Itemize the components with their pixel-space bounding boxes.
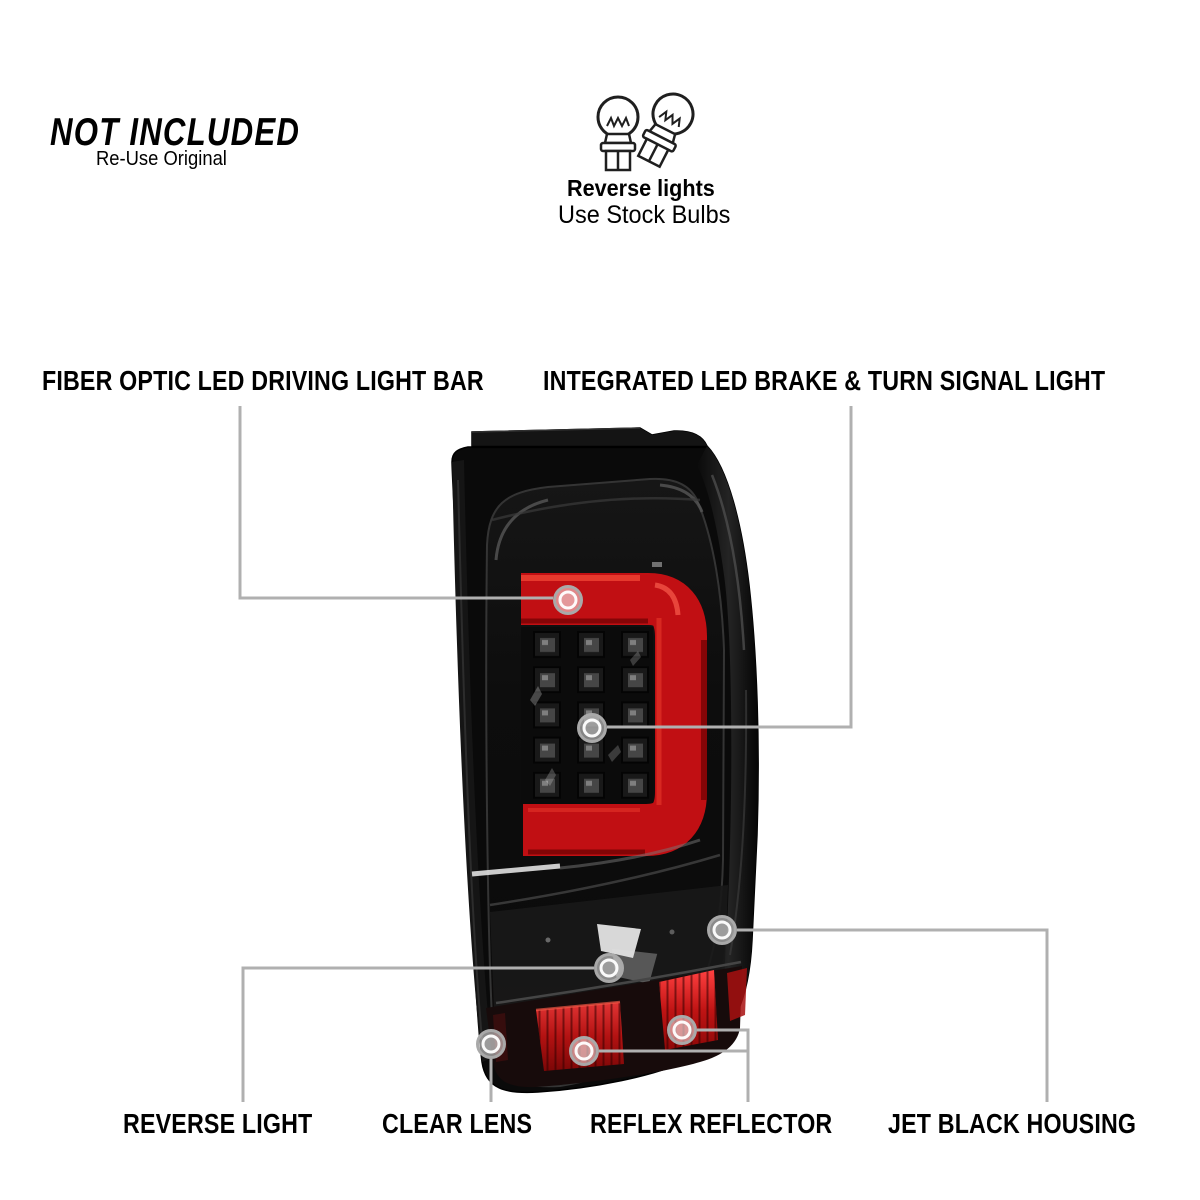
callout-marker-reflex-reflector-lower (569, 1036, 599, 1066)
callout-marker-jet-black-housing (707, 915, 737, 945)
not-included-badge-subtitle: Re-Use Original (96, 148, 227, 170)
not-included-badge-title: NOT INCLUDED (50, 111, 301, 154)
tail-light-photo (451, 427, 759, 1094)
callout-line-fiber-optic-bar (238, 406, 553, 600)
callout-lines (238, 406, 1049, 1102)
callout-marker-brake-turn-signal (577, 713, 607, 743)
label-jet-black-housing: JET BLACK HOUSING (888, 1108, 1137, 1139)
callout-markers (476, 585, 737, 1066)
reverse-bulbs-icon (596, 85, 702, 172)
callout-line-jet-black-housing (737, 928, 1049, 1102)
callout-line-brake-turn-signal (607, 406, 853, 729)
label-reverse-light: REVERSE LIGHT (123, 1108, 313, 1139)
callout-marker-reflex-reflector-upper (667, 1015, 697, 1045)
bulb-note-title: Reverse lights (567, 175, 715, 201)
label-clear-lens: CLEAR LENS (382, 1108, 533, 1139)
callout-marker-clear-lens (476, 1029, 506, 1059)
label-brake-turn-signal: INTEGRATED LED BRAKE & TURN SIGNAL LIGHT (543, 365, 1106, 396)
label-reflex-reflector: REFLEX REFLECTOR (590, 1108, 833, 1139)
callout-marker-fiber-optic-bar (553, 585, 583, 615)
bulb-note-subtitle: Use Stock Bulbs (558, 201, 731, 229)
label-fiber-optic-bar: FIBER OPTIC LED DRIVING LIGHT BAR (42, 365, 484, 396)
callout-line-reverse-light (241, 966, 594, 1102)
callout-line-reflex-reflector (599, 1028, 750, 1102)
callout-marker-reverse-light (594, 953, 624, 983)
